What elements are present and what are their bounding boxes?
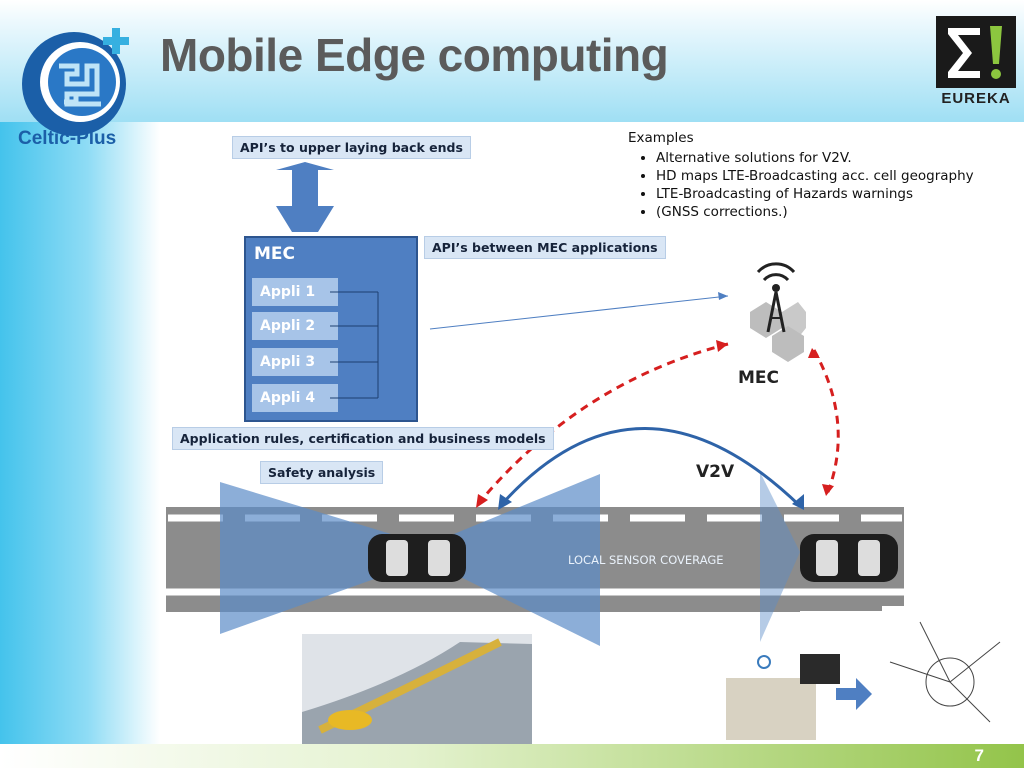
slide-background-top <box>0 0 1024 122</box>
example-item: HD maps LTE-Broadcasting acc. cell geogr… <box>656 168 974 184</box>
sensor-cone-left <box>220 482 450 634</box>
api-upper-label: API’s to upper laying back ends <box>232 136 471 159</box>
page-number: 7 <box>974 746 984 765</box>
v2v-arrow <box>500 427 802 508</box>
mec-diagram <box>166 162 1004 744</box>
celtic-plus-logo-icon <box>22 28 129 136</box>
car-icon-right <box>800 534 898 582</box>
example-item: LTE-Broadcasting of Hazards warnings <box>656 186 974 202</box>
app-rules-label: Application rules, certification and bus… <box>172 427 554 450</box>
up-arrow <box>276 162 334 232</box>
mec-to-car-left-arrow <box>476 342 729 505</box>
appli-bus-lines <box>330 291 379 399</box>
cell-tower-icon <box>750 262 806 362</box>
slide-footer-bar <box>0 744 1024 768</box>
mec-box-title: MEC <box>254 244 296 264</box>
api-between-label: API’s between MEC applications <box>424 236 666 259</box>
highway-illustration-image <box>302 634 532 744</box>
appli-4: Appli 4 <box>252 384 338 412</box>
car-icon-left <box>368 534 466 582</box>
sensor-cone-far <box>760 472 800 642</box>
appli-1: Appli 1 <box>252 278 338 306</box>
slide-title: Mobile Edge computing <box>160 29 669 81</box>
right-arrow-icon <box>836 678 872 710</box>
eureka-logo-icon <box>936 16 1016 88</box>
eureka-logo-text: EUREKA <box>941 90 1011 107</box>
mec-to-tower-line <box>429 295 729 330</box>
examples-list: Examples Alternative solutions for V2V. … <box>628 130 974 222</box>
example-item: Alternative solutions for V2V. <box>656 150 974 166</box>
mec-to-car-right-arrow <box>812 349 840 493</box>
sensor-coverage-label: LOCAL SENSOR COVERAGE <box>568 553 724 567</box>
v2v-label: V2V <box>696 462 735 482</box>
example-item: (GNSS corrections.) <box>656 204 974 220</box>
sensor-cone-right <box>410 474 600 646</box>
appli-2: Appli 2 <box>252 312 338 340</box>
network-diagram-image <box>882 606 1004 736</box>
mec-tower-label: MEC <box>738 368 780 388</box>
appli-3: Appli 3 <box>252 348 338 376</box>
map-illustration-image <box>726 654 840 740</box>
safety-analysis-label: Safety analysis <box>260 461 384 484</box>
mec-box: MEC Appli 1 Appli 2 Appli 3 Appli 4 <box>244 236 418 422</box>
examples-title: Examples <box>628 130 694 146</box>
celtic-plus-logo-text: Celtic-Plus <box>18 128 117 149</box>
